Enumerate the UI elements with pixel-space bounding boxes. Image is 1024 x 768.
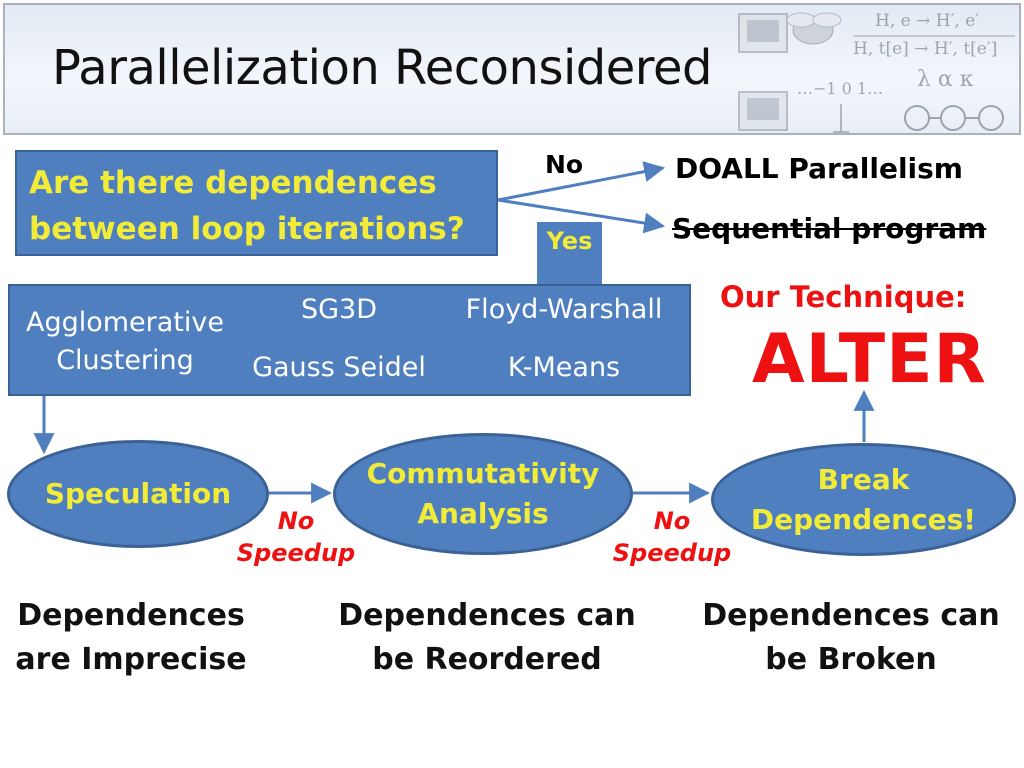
no-speedup-line: No (653, 507, 691, 535)
no-speedup-line: No (277, 507, 315, 535)
commutativity-analysis-ellipse: Commutativity Analysis (333, 433, 633, 555)
caption-line: Dependences (17, 598, 245, 633)
no-speedup-label: No Speedup (608, 505, 736, 569)
caption-line: Dependences can (338, 598, 636, 633)
svg-text:H, e → H′, e′: H, e → H′, e′ (875, 11, 979, 31)
caption-line: be Broken (765, 642, 937, 677)
doall-parallelism-label: DOALL Parallelism (675, 152, 963, 185)
svg-text:…−1 0 1…: …−1 0 1… (797, 79, 883, 98)
caption-line: are Imprecise (15, 642, 247, 677)
break-dependences-ellipse: Break Dependences! (711, 443, 1016, 556)
svg-text:H, t[e] → H′, t[e′]: H, t[e] → H′, t[e′] (853, 39, 997, 59)
stage-label: Break (817, 462, 910, 496)
title-bar (3, 3, 1021, 135)
no-speedup-label: No Speedup (232, 505, 360, 569)
speculation-ellipse: Speculation (7, 440, 269, 548)
caption-imprecise: Dependences are Imprecise (2, 594, 260, 682)
sequential-program-label: Sequential program (672, 212, 987, 245)
our-technique-label: Our Technique: (720, 280, 967, 314)
no-speedup-line: Speedup (612, 539, 732, 567)
slide-title: Parallelization Reconsidered (52, 40, 712, 96)
svg-text:λ α κ: λ α κ (917, 67, 974, 92)
caption-line: Dependences can (702, 598, 1000, 633)
question-line-1: Are there dependences (29, 165, 437, 201)
alter-title: ALTER (752, 320, 987, 399)
question-line-2: between loop iterations? (29, 211, 465, 247)
caption-broken: Dependences can be Broken (694, 594, 1008, 682)
algorithms-box (8, 284, 691, 396)
dependence-question-box: Are there dependences between loop itera… (15, 150, 498, 256)
no-speedup-line: Speedup (236, 539, 356, 567)
no-branch-label: No (545, 150, 584, 179)
stage-label: Speculation (44, 477, 232, 510)
stage-label: Dependences! (750, 502, 977, 536)
stage-label: Analysis (417, 497, 549, 530)
algorithm-k-means: K-Means (507, 352, 621, 383)
algorithm-name: Clustering (56, 345, 194, 376)
yes-branch-box: Yes (537, 222, 602, 284)
caption-line: be Reordered (372, 642, 602, 677)
yes-branch-label: Yes (546, 227, 593, 255)
stage-label: Commutativity (366, 457, 600, 490)
algorithm-sg3d: SG3D (300, 294, 378, 325)
yes-branch-arrow (497, 198, 666, 234)
no-branch-arrow (497, 161, 666, 202)
caption-reordered: Dependences can be Reordered (330, 594, 644, 682)
algorithm-name: Agglomerative (25, 307, 224, 338)
algorithm-gauss-seidel: Gauss Seidel (252, 352, 426, 383)
research-logo: H, e → H′, e′ H, t[e] → H′, t[e′] …−1 0 … (738, 11, 1015, 133)
algorithm-agglomerative-clustering: Agglomerative Clustering (14, 304, 236, 380)
algorithm-floyd-warshall: Floyd-Warshall (465, 294, 663, 325)
